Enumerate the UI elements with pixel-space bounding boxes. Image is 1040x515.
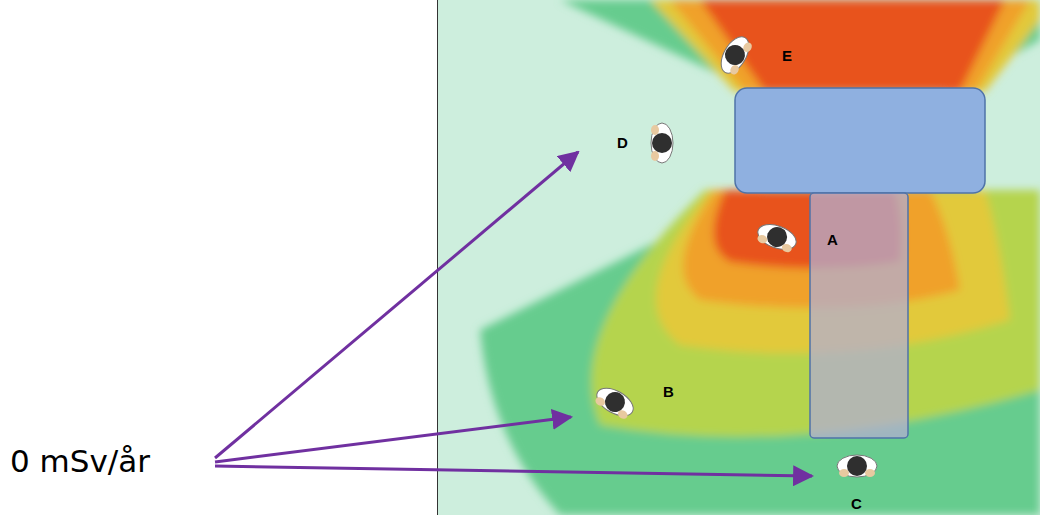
hand <box>729 63 741 76</box>
head <box>721 41 748 68</box>
person-figure <box>837 455 877 477</box>
hand <box>865 469 875 477</box>
person-figure <box>715 32 754 78</box>
person-letter: A <box>827 232 838 247</box>
head <box>847 456 867 476</box>
leader-arrow <box>215 152 578 458</box>
hand <box>756 234 768 245</box>
head <box>601 388 628 415</box>
hand <box>594 396 607 408</box>
person-figure <box>754 220 799 254</box>
head <box>764 224 790 250</box>
person-letter: B <box>663 384 674 399</box>
detector-box <box>735 88 985 193</box>
shoulders <box>651 123 673 163</box>
hand <box>839 469 849 477</box>
red-zone <box>700 0 1005 92</box>
dose-label: 0 mSv/år <box>10 446 150 477</box>
dose-zones <box>437 0 1040 515</box>
head <box>652 133 672 153</box>
background-zone <box>437 0 1040 515</box>
person-figure <box>592 382 638 421</box>
patient-table <box>810 193 908 438</box>
leader-arrow <box>215 417 571 462</box>
person-letter: C <box>851 496 862 511</box>
person-letter: D <box>617 135 628 150</box>
green-zone <box>480 140 1040 515</box>
shoulders <box>837 455 877 477</box>
shoulders <box>715 32 754 78</box>
shoulders <box>592 382 638 421</box>
leader-arrow <box>215 466 812 476</box>
hand <box>651 151 659 161</box>
shoulders <box>754 220 799 254</box>
orange-zone <box>670 0 1030 92</box>
hand <box>651 125 659 135</box>
person-letter: E <box>782 48 792 63</box>
person-figure <box>651 123 673 163</box>
panel-border <box>437 0 438 515</box>
leader-arrows <box>215 152 812 476</box>
yellow-zone <box>650 0 1040 92</box>
